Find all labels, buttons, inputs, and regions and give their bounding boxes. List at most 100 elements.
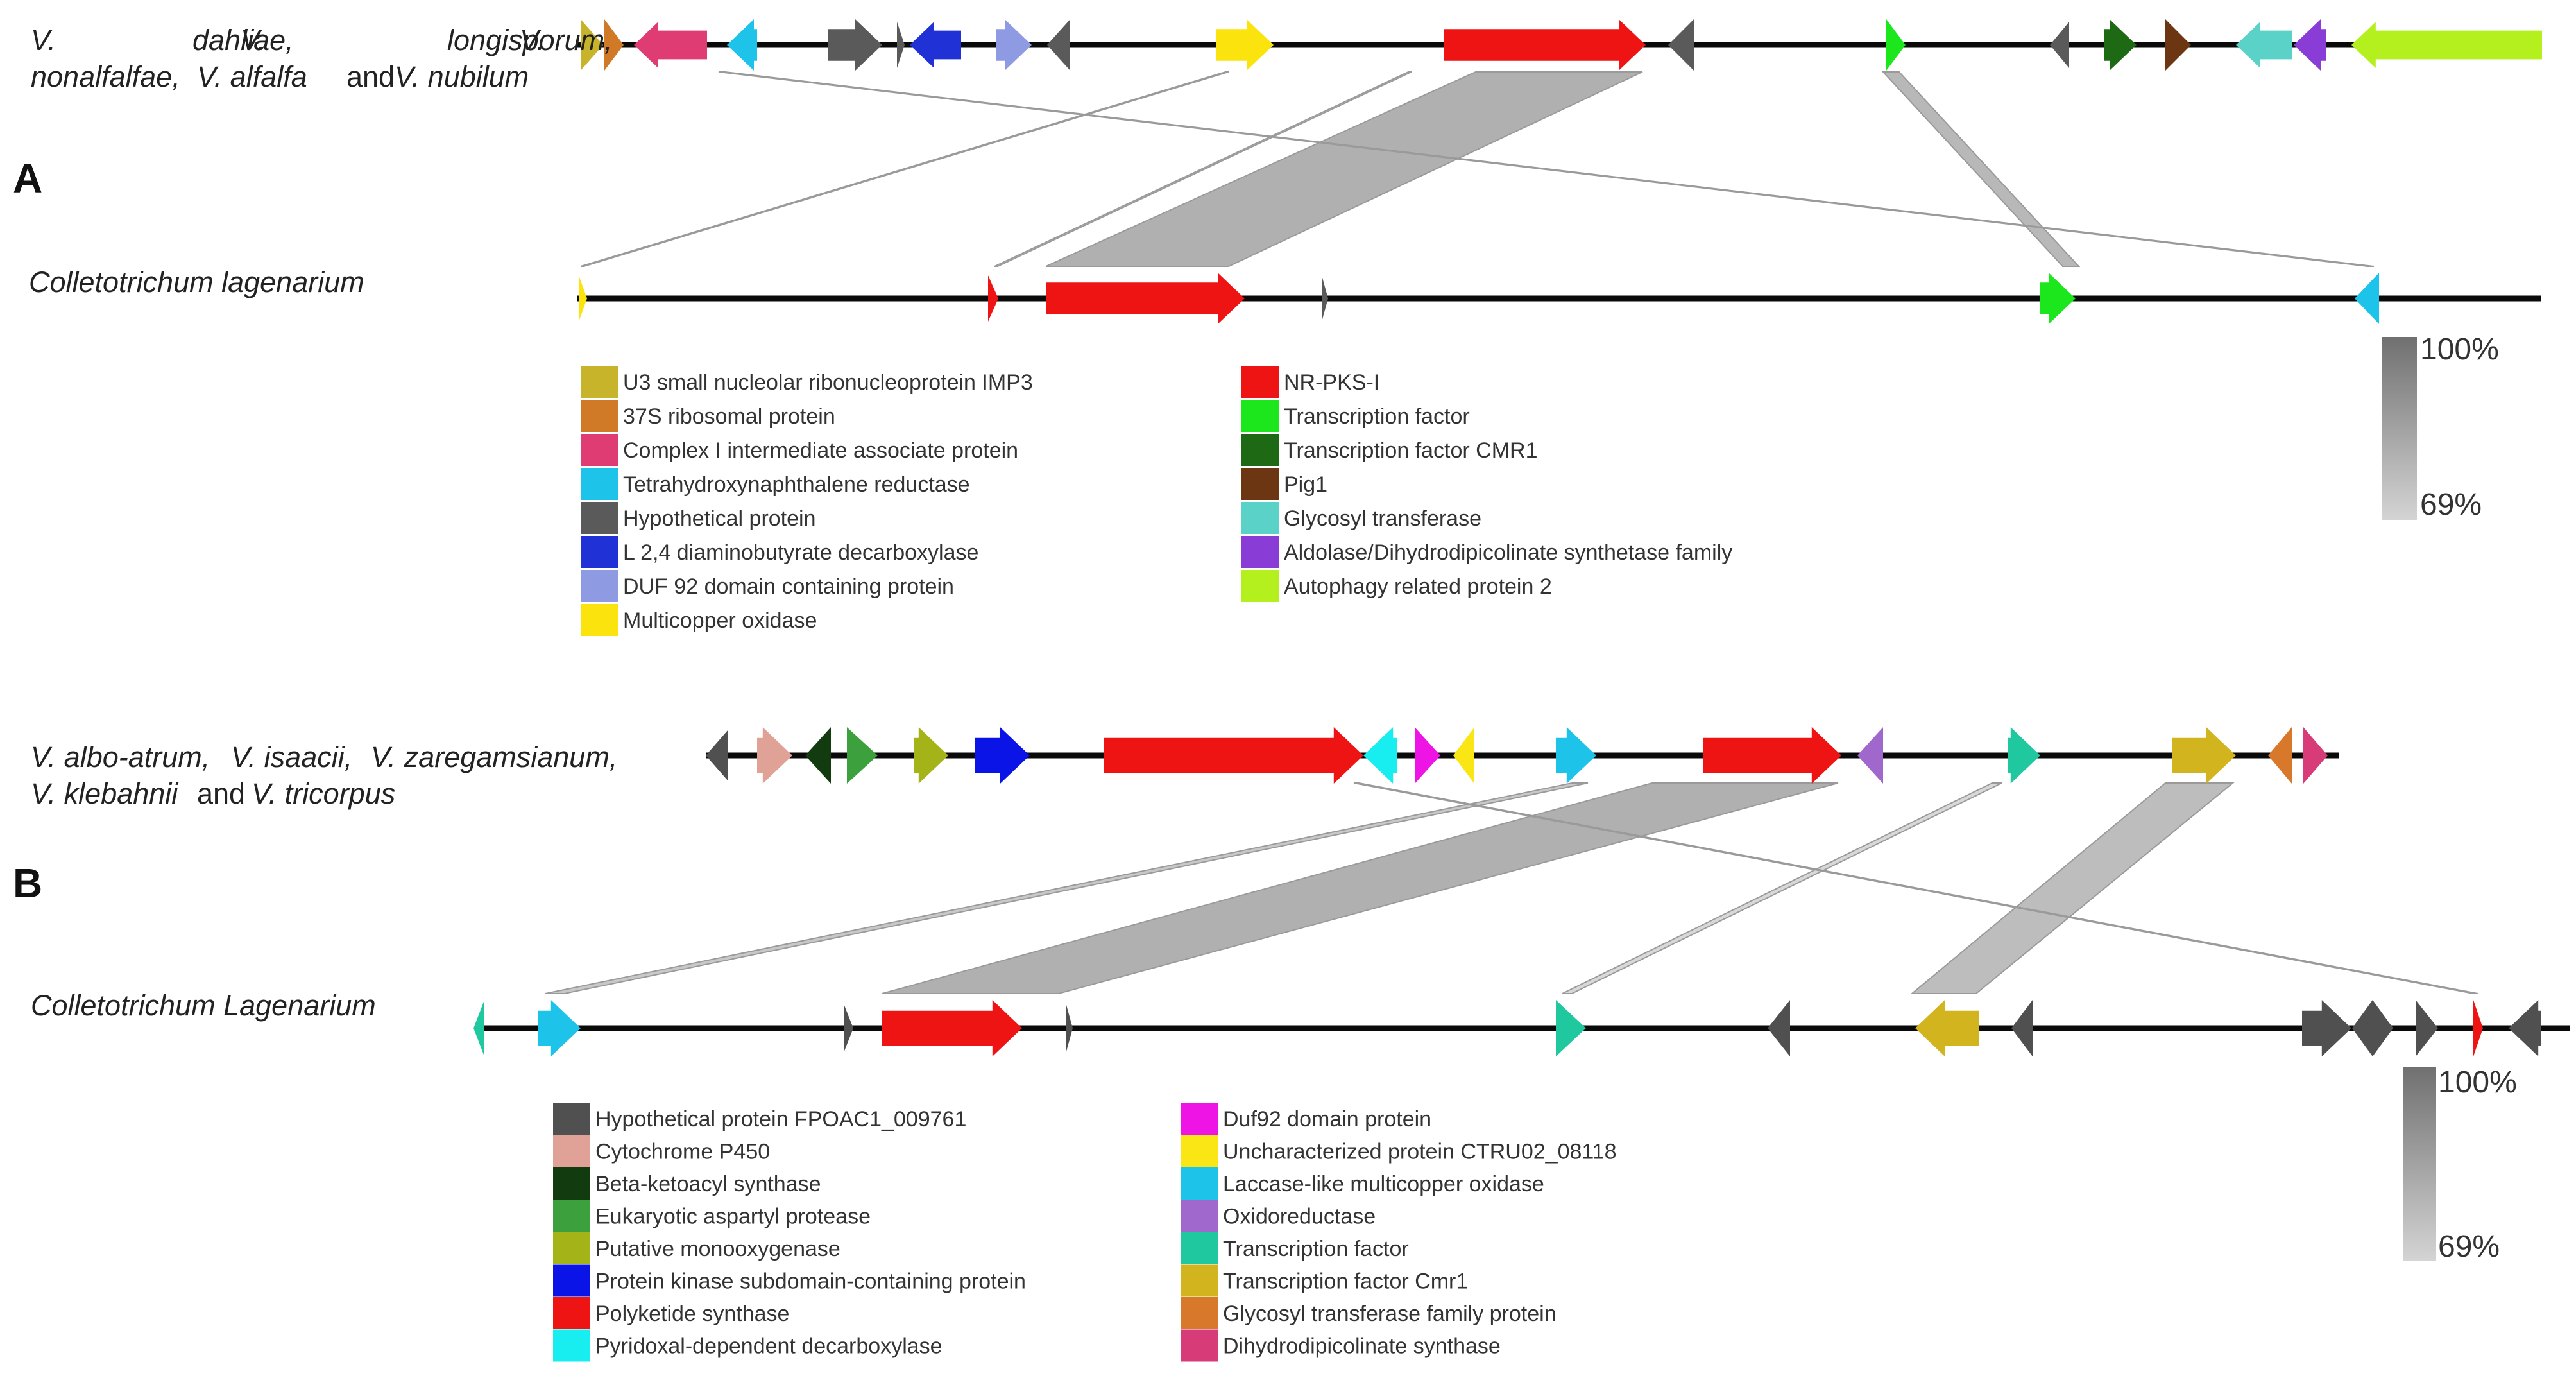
gene-a-top-1 (604, 19, 624, 71)
legend-b-left-swatch (553, 1135, 590, 1167)
legend-a-right-swatch (1241, 434, 1279, 466)
species-label-a-top-word: longisporum, (447, 24, 613, 56)
legend-a-right-swatch (1241, 570, 1279, 602)
similarity-links (545, 71, 2478, 994)
gene-b-bottom-10 (2352, 1000, 2373, 1056)
gene-a-top-13 (2050, 22, 2069, 68)
species-label-a-top-word: nonalfalfae, (31, 60, 180, 93)
species-label-a-top-word: V. nubilum (395, 60, 529, 93)
link-b-laccase (545, 782, 1589, 994)
gene-b-top-11 (1703, 727, 1841, 784)
gene-b-bottom-11 (2373, 1000, 2393, 1056)
gene-b-top-8 (1415, 727, 1440, 784)
legend-b-left-swatch (553, 1200, 590, 1232)
link-tetrahydroxynaphthalene-reductase (718, 71, 2375, 267)
gene-b-top-7 (1363, 727, 1397, 784)
legend-b-right-label: Oxidoreductase (1223, 1205, 1376, 1229)
legend-a-left-label: U3 small nucleolar ribonucleoprotein IMP… (623, 370, 1033, 395)
gene-a-top-10 (1444, 19, 1646, 71)
legend-a-left-swatch (581, 570, 618, 602)
gene-b-top-1 (757, 727, 792, 784)
gene-a-top-5 (897, 22, 905, 68)
legend-a-left-swatch (581, 536, 618, 568)
gene-a-top-0 (581, 19, 603, 71)
link-b-pyridoxal (1353, 782, 2478, 994)
gene-a-top-11 (1668, 19, 1694, 71)
identity-scale-b (2403, 1067, 2436, 1261)
gene-b-bottom-2 (844, 1004, 853, 1053)
gene-b-bottom-6 (1768, 1000, 1790, 1056)
gene-b-top-13 (2008, 727, 2040, 784)
legend-b-right-label: Dihydrodipicolinate synthase (1223, 1334, 1501, 1359)
gene-b-bottom-4 (1066, 1005, 1073, 1051)
legend-b-right-swatch (1181, 1329, 1218, 1362)
gene-b-top-4 (914, 727, 948, 784)
scale-a-min: 69% (2420, 488, 2482, 522)
legend-a-left-label: Multicopper oxidase (623, 608, 817, 633)
legend-b-left-swatch (553, 1297, 590, 1329)
legend-a-left-swatch (581, 400, 618, 432)
legend-b-left-label: Hypothetical protein FPOAC1_009761 (595, 1107, 966, 1132)
gene-a-bottom-0 (579, 275, 587, 322)
legend-b-left-swatch (553, 1103, 590, 1135)
link-nr-pks-i (1045, 71, 1643, 267)
legend-a-right-label: Glycosyl transferase (1284, 506, 1481, 531)
legend-a-right-label: Transcription factor CMR1 (1284, 438, 1538, 463)
gene-a-top-7 (996, 19, 1032, 71)
panel-letter-a: A (13, 155, 42, 202)
legend-b-left-label: Beta-ketoacyl synthase (595, 1172, 821, 1196)
gene-b-bottom-12 (2416, 1000, 2438, 1056)
legend-a-right-swatch (1241, 502, 1279, 534)
legend-a-left-swatch (581, 468, 618, 500)
gene-b-bottom-3 (882, 1000, 1022, 1056)
gene-a-bottom-2 (1046, 273, 1245, 324)
species-label-a-top-word: dahliae, (192, 24, 294, 56)
gene-a-top-9 (1216, 19, 1274, 71)
legend-b-left-swatch (553, 1167, 590, 1200)
gene-a-bottom-1 (988, 275, 998, 322)
link-multicopper-oxidase (580, 71, 1229, 267)
gene-b-top-2 (805, 727, 831, 784)
species-label-b-top-word: V. klebahnii (31, 777, 179, 810)
legend-b-left-label: Eukaryotic aspartyl protease (595, 1205, 871, 1229)
legend-b-right-swatch (1181, 1135, 1218, 1167)
legend-a-right-label: Autophagy related protein 2 (1284, 574, 1552, 599)
gene-a-top-16 (2236, 22, 2292, 68)
gene-a-top-14 (2104, 19, 2137, 71)
legend-a-right-label: Transcription factor (1284, 404, 1470, 429)
scale-a-max: 100% (2420, 332, 2499, 366)
gene-a-top-3 (727, 19, 757, 71)
legend-b-right-label: Uncharacterized protein CTRU02_08118 (1223, 1140, 1617, 1164)
species-label-a-top-word: and (346, 60, 395, 93)
gene-a-top-17 (2294, 19, 2326, 71)
gene-a-top-2 (634, 22, 707, 68)
species-label-b-top-word: and (197, 777, 245, 810)
species-label-b-top-word: V. isaacii, (231, 741, 352, 773)
legend-a-right-swatch (1241, 536, 1279, 568)
gene-b-bottom-13 (2473, 1000, 2483, 1056)
gene-b-bottom-8 (2011, 1000, 2033, 1056)
legend-a-left-label: Complex I intermediate associate protein (623, 438, 1018, 463)
legend-b-right-label: Transcription factor Cmr1 (1223, 1270, 1468, 1294)
link-b-transcription-factor-cmr1 (1910, 782, 2235, 994)
species-label-b-bottom: Colletotrichum Lagenarium (31, 989, 376, 1022)
legend-b-left-label: Protein kinase subdomain-containing prot… (595, 1270, 1026, 1294)
link-b-transcription-factor (1562, 782, 2002, 994)
gene-b-bottom-1 (538, 1000, 581, 1056)
legend-a-left-swatch (581, 502, 618, 534)
legend-a-left-label: DUF 92 domain containing protein (623, 574, 954, 599)
legend-b-right-swatch (1181, 1167, 1218, 1200)
legend-a-right-swatch (1241, 468, 1279, 500)
gene-b-bottom-14 (2509, 1000, 2541, 1056)
legend-a-left-swatch (581, 604, 618, 636)
gene-b-top-6 (1104, 727, 1363, 784)
species-label-a-bottom: Colletotrichum lagenarium (29, 266, 364, 298)
gene-b-bottom-5 (1556, 1000, 1586, 1056)
legend-a-right-swatch (1241, 400, 1279, 432)
gene-a-top-6 (910, 22, 961, 68)
legend-b-left-swatch (553, 1329, 590, 1362)
legend-b-right-label: Glycosyl transferase family protein (1223, 1302, 1557, 1326)
legend-a-right-label: Aldolase/Dihydrodipicolinate synthetase … (1284, 540, 1732, 565)
gene-arrows (473, 19, 2542, 1056)
species-label-a-top-word: V. (31, 24, 56, 56)
